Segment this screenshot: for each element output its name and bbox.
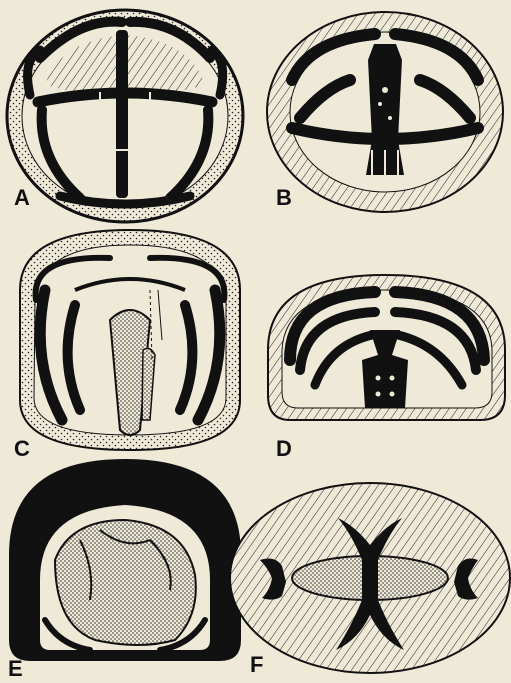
panel-b-drawing [267, 12, 503, 212]
panel-label-a: A [14, 187, 30, 209]
panel-a-drawing [7, 10, 243, 222]
panel-f-drawing [230, 483, 510, 673]
panel-label-b: B [276, 187, 292, 209]
panel-d-drawing [268, 275, 505, 420]
panel-label-e: E [8, 658, 23, 680]
panel-label-f: F [250, 654, 263, 676]
panel-label-d: D [276, 438, 292, 460]
panel-label-c: C [14, 438, 30, 460]
panel-e-drawing [10, 460, 240, 660]
panel-c-drawing [20, 230, 240, 450]
